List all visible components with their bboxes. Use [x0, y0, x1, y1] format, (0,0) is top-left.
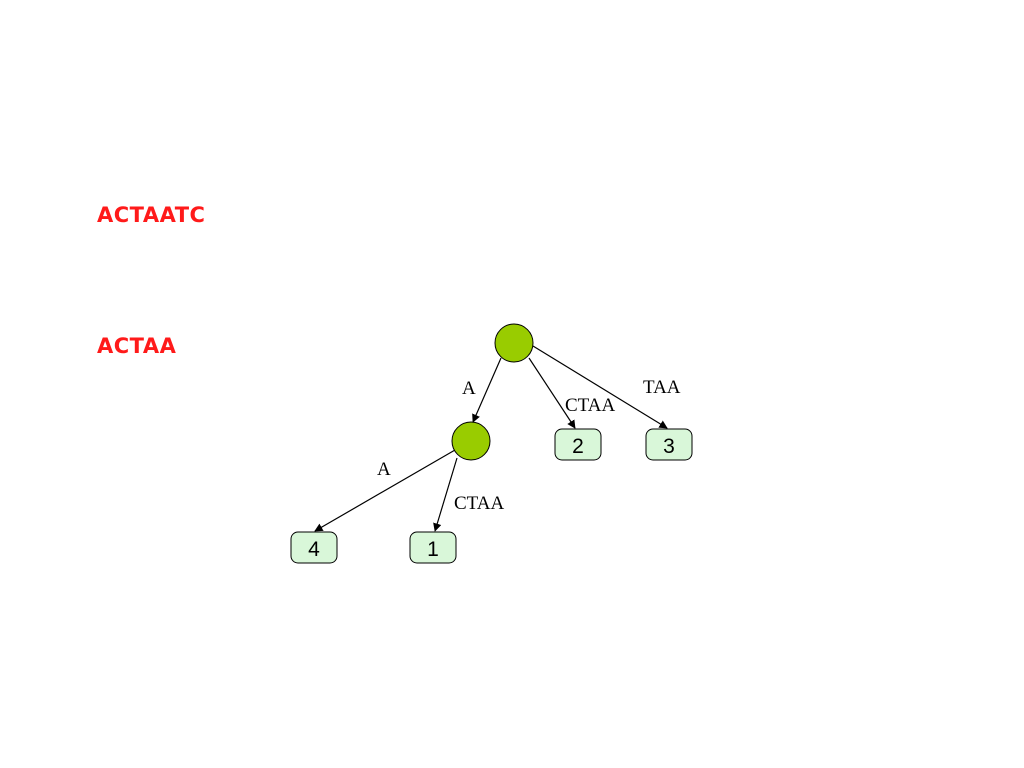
edge-root-to-internal [472, 357, 502, 423]
sequence-prefix-label: ACTAA [97, 334, 177, 358]
edge-root-to-leaf-3 [532, 345, 668, 429]
internal-node [451, 421, 491, 461]
leaf-label-3: 3 [663, 435, 675, 458]
edge-label-root-leaf-2: CTAA [565, 395, 615, 416]
leaf-node-1: 1 [409, 531, 457, 564]
edge-label-root-internal: A [462, 378, 476, 399]
leaf-label-2: 2 [572, 435, 584, 458]
leaf-node-3: 3 [645, 428, 693, 461]
sequence-full-label: ACTAATC [97, 203, 206, 227]
edge-internal-to-leaf-1 [433, 457, 458, 532]
leaf-label-4: 4 [308, 538, 320, 561]
leaf-node-2: 2 [554, 428, 602, 461]
leaf-node-4: 4 [290, 531, 338, 564]
root-node [494, 323, 534, 363]
edge-label-root-leaf-3: TAA [643, 377, 681, 398]
edge-label-internal-leaf-4: A [377, 459, 391, 480]
leaf-label-1: 1 [427, 538, 439, 561]
edge-label-internal-leaf-1: CTAA [454, 493, 504, 514]
edge-root-to-leaf-2 [528, 357, 576, 429]
edge-internal-to-leaf-4 [314, 449, 456, 532]
